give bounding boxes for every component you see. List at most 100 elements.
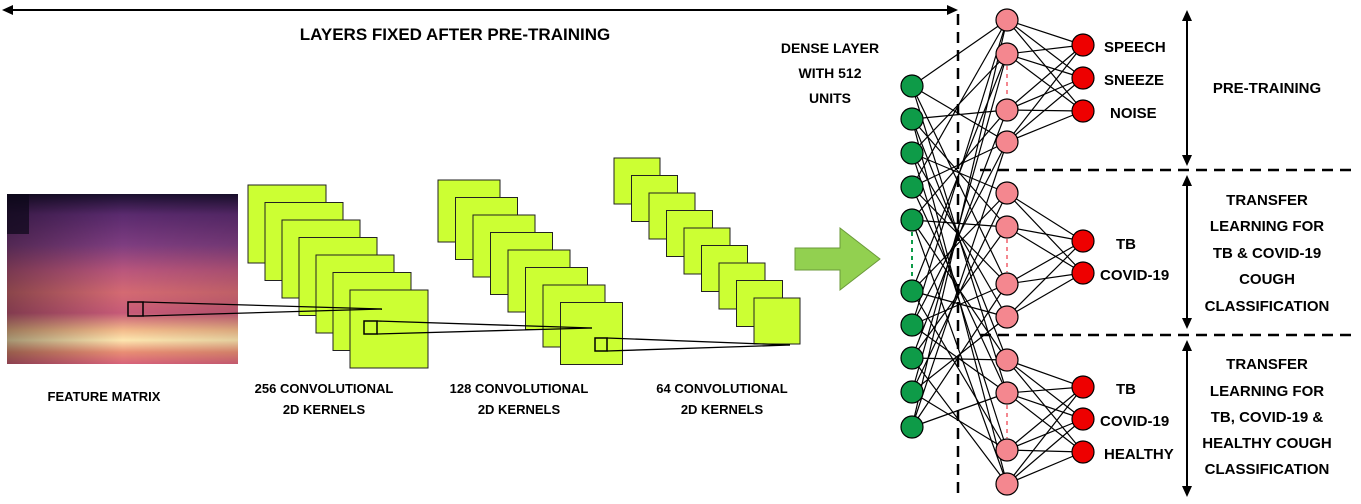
- dense-unit: [900, 141, 924, 165]
- connection: [911, 290, 1008, 451]
- stage-name-tl2-line4: HEALTHY COUGH: [1202, 435, 1331, 452]
- output-label-covid-2: COVID-19: [1100, 413, 1169, 430]
- connection: [911, 109, 1008, 221]
- conv-256-label-line2: 2D KERNELS: [283, 402, 366, 417]
- dense-unit: [900, 175, 924, 199]
- connection: [911, 141, 1008, 428]
- output-label-speech: SPEECH: [1104, 39, 1166, 56]
- kernel-square: [753, 297, 801, 345]
- connection: [1006, 53, 1084, 79]
- stage-name-tl1-line5: CLASSIFICATION: [1205, 298, 1330, 315]
- connection: [1006, 44, 1084, 143]
- connection: [911, 219, 1008, 485]
- connection: [1006, 418, 1084, 451]
- connection: [1006, 392, 1084, 420]
- hidden-unit: [995, 438, 1019, 462]
- hidden-unit: [995, 8, 1019, 32]
- stage-name-tl1-line1: TRANSFER: [1226, 192, 1308, 209]
- kernel-square: [560, 302, 623, 365]
- connection: [911, 392, 1008, 428]
- connection: [1006, 44, 1084, 55]
- connection: [1006, 272, 1084, 318]
- connection: [1006, 240, 1084, 285]
- conv-64-label-line1: 64 CONVOLUTIONAL: [656, 381, 788, 396]
- flow-arrow: [794, 226, 881, 292]
- stage-name-tl1-line4: COUGH: [1239, 271, 1295, 288]
- connection: [911, 118, 1008, 361]
- connection: [911, 19, 1008, 87]
- stage-name-pretraining: PRE-TRAINING: [1213, 80, 1321, 97]
- connection: [1006, 44, 1084, 111]
- connection: [911, 19, 1008, 428]
- conv-stack-256: [247, 184, 429, 369]
- stage-span-arrows: [1182, 10, 1192, 497]
- hidden-unit: [995, 181, 1019, 205]
- hidden-unit: [995, 215, 1019, 239]
- stage-name-tl2-line2: LEARNING FOR: [1210, 383, 1324, 400]
- connection: [911, 109, 1008, 359]
- hidden-unit: [995, 42, 1019, 66]
- connection: [1006, 226, 1084, 274]
- connection: [1006, 226, 1084, 242]
- feature-matrix-label: FEATURE MATRIX: [48, 389, 161, 404]
- top-span-arrow: [2, 5, 958, 15]
- hidden-unit: [995, 348, 1019, 372]
- conv-256-label-line1: 256 CONVOLUTIONAL: [255, 381, 394, 396]
- output-label-healthy: HEALTHY: [1104, 446, 1174, 463]
- output-unit: [1071, 99, 1095, 123]
- conv-stack-128: [437, 179, 623, 365]
- dense-unit: [900, 107, 924, 131]
- connection: [911, 85, 1008, 285]
- output-unit: [1071, 229, 1095, 253]
- conv-128-label-line2: 2D KERNELS: [478, 402, 561, 417]
- output-unit: [1071, 375, 1095, 399]
- output-unit: [1071, 33, 1095, 57]
- dense-unit: [900, 346, 924, 370]
- connection: [1006, 192, 1084, 242]
- connection: [1006, 386, 1084, 485]
- connection: [1006, 386, 1084, 394]
- hidden-unit: [995, 130, 1019, 154]
- dense-unit: [900, 208, 924, 232]
- output-label-noise: NOISE: [1110, 105, 1157, 122]
- output-unit: [1071, 261, 1095, 285]
- receptive-field-lines: [142, 301, 791, 352]
- dense-unit: [900, 279, 924, 303]
- top-banner-label: LAYERS FIXED AFTER PRE-TRAINING: [300, 25, 610, 44]
- output-unit: [1071, 407, 1095, 431]
- hidden-unit: [995, 381, 1019, 405]
- dense-unit: [900, 313, 924, 337]
- connection: [1006, 359, 1084, 388]
- hidden-unit: [995, 272, 1019, 296]
- network-nodes: [900, 8, 1095, 496]
- connection: [911, 283, 1008, 428]
- dense-unit: [900, 74, 924, 98]
- output-unit: [1071, 440, 1095, 464]
- kernel-square: [349, 289, 429, 369]
- connection: [1006, 19, 1084, 46]
- network-connections: [911, 19, 1084, 485]
- dense-layer-label-line1: DENSE LAYER: [781, 40, 879, 56]
- stage-name-tl2-line1: TRANSFER: [1226, 356, 1308, 373]
- connection: [911, 391, 1008, 451]
- connection: [1006, 77, 1084, 143]
- output-unit: [1071, 66, 1095, 90]
- feature-matrix: [7, 194, 238, 364]
- output-label-tb-1: TB: [1116, 236, 1136, 253]
- conv-64-label-line2: 2D KERNELS: [681, 402, 764, 417]
- dense-unit: [900, 415, 924, 439]
- connection: [1006, 418, 1084, 485]
- connection: [1006, 386, 1084, 451]
- connection: [1006, 451, 1084, 485]
- connection: [911, 19, 1008, 326]
- dense-layer-label-line2: WITH 512: [798, 65, 861, 81]
- connection: [911, 19, 1008, 188]
- connection: [911, 219, 1008, 361]
- stage-name-tl2-line5: CLASSIFICATION: [1205, 461, 1330, 478]
- elision-dashes: [911, 66, 1008, 438]
- output-label-covid-1: COVID-19: [1100, 267, 1169, 284]
- stage-name-tl1-line2: LEARNING FOR: [1210, 218, 1324, 235]
- conv-stack-64: [613, 157, 801, 345]
- output-label-sneeze: SNEEZE: [1104, 72, 1164, 89]
- connection: [1006, 53, 1084, 112]
